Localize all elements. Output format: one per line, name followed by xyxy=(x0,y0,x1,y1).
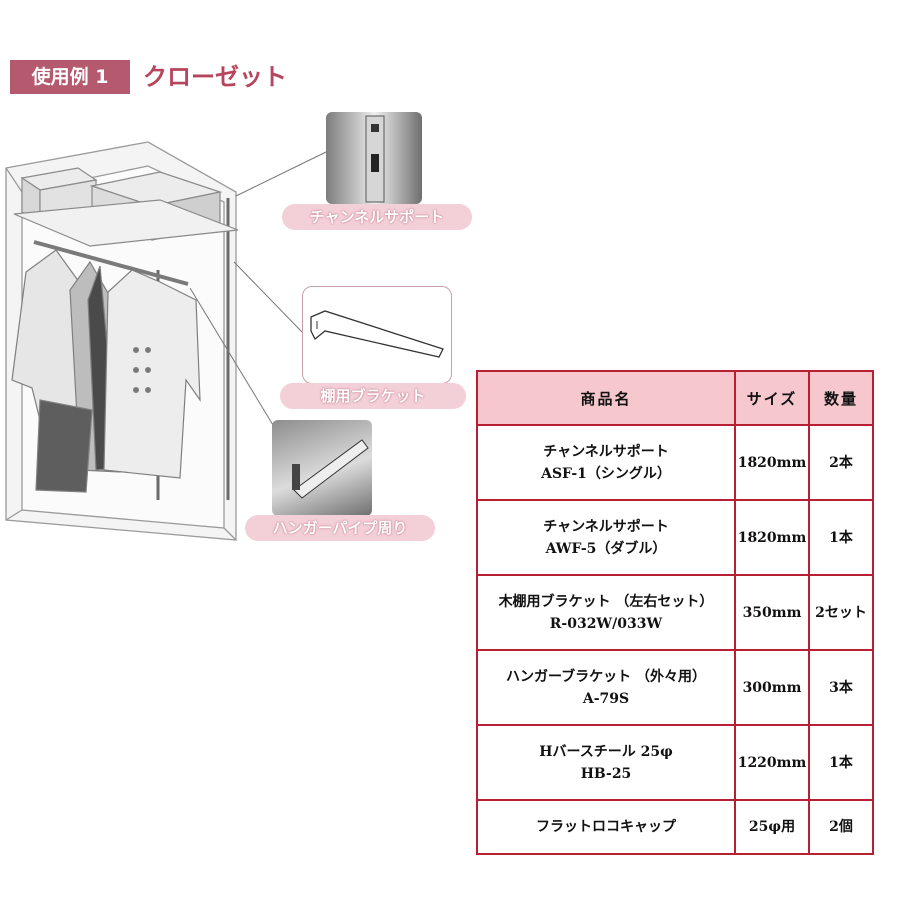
hanger-pipe-photo xyxy=(272,420,372,516)
quantity-cell: 1本 xyxy=(808,724,874,801)
table-row: ハンガーブラケット （外々用）A-79S 300mm 3本 xyxy=(476,649,874,726)
header-quantity: 数量 xyxy=(808,370,874,426)
closet-illustration xyxy=(5,141,327,541)
table-header-row: 商品名 サイズ 数量 xyxy=(476,370,874,426)
example-badge: 使用例 1 xyxy=(10,60,130,94)
size-cell: 350mm xyxy=(734,574,810,651)
shelf-bracket-label: 棚用ブラケット xyxy=(280,383,466,409)
channel-support-icon xyxy=(365,115,385,203)
product-name-cell: ハンガーブラケット （外々用）A-79S xyxy=(476,649,736,726)
product-name-cell: 木棚用ブラケット （左右セット）R-032W/033W xyxy=(476,574,736,651)
leader-lines xyxy=(189,151,327,431)
size-cell: 1820mm xyxy=(734,424,810,501)
quantity-cell: 2セット xyxy=(808,574,874,651)
quantity-cell: 3本 xyxy=(808,649,874,726)
size-cell: 25φ用 xyxy=(734,799,810,855)
hanger-pipe xyxy=(33,240,189,286)
example-title: クローゼット xyxy=(143,63,287,91)
wood-shelf xyxy=(13,199,239,247)
channel-support-photo xyxy=(326,112,422,204)
quantity-cell: 2個 xyxy=(808,799,874,855)
shelf-bracket-photo xyxy=(302,286,452,384)
shelf-bracket-icon xyxy=(310,310,444,358)
hanger-pipe-icon xyxy=(292,439,369,499)
size-cell: 300mm xyxy=(734,649,810,726)
table-row: フラットロコキャップ 25φ用 2個 xyxy=(476,799,874,855)
header-size: サイズ xyxy=(734,370,810,426)
quantity-cell: 2本 xyxy=(808,424,874,501)
table-row: 木棚用ブラケット （左右セット）R-032W/033W 350mm 2セット xyxy=(476,574,874,651)
hanger-pipe-label: ハンガーパイプ周り xyxy=(245,515,435,541)
channel-support-label: チャンネルサポート xyxy=(282,204,472,230)
hanging-clothes xyxy=(11,249,201,493)
header-product-name: 商品名 xyxy=(476,370,736,426)
quantity-cell: 1本 xyxy=(808,499,874,576)
size-cell: 1220mm xyxy=(734,724,810,801)
size-cell: 1820mm xyxy=(734,499,810,576)
product-name-cell: フラットロコキャップ xyxy=(476,799,736,855)
